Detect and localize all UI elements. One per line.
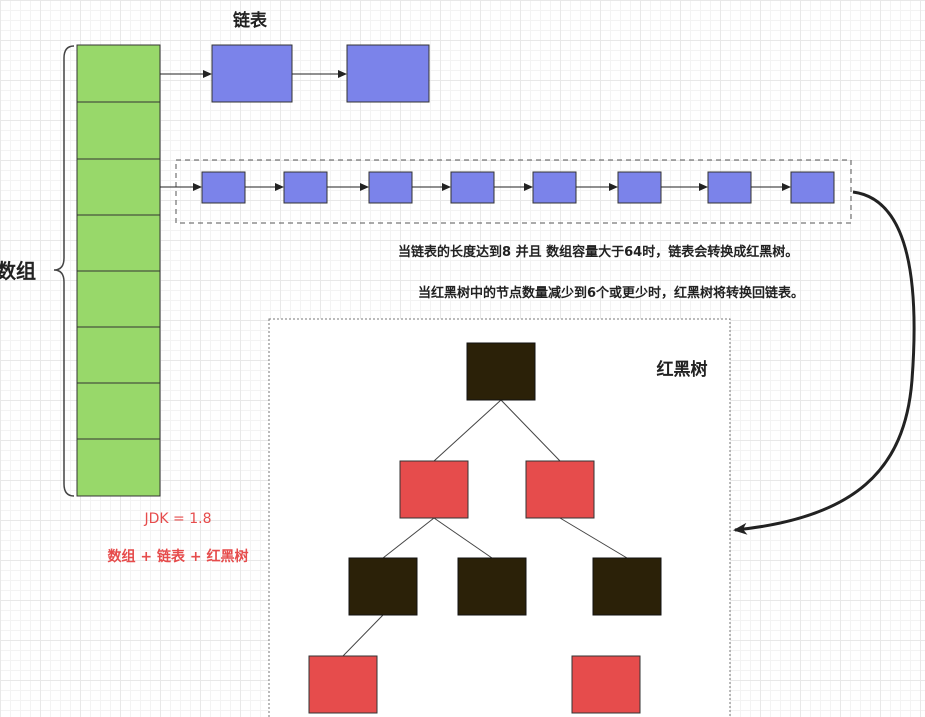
tree-node-black — [457, 557, 527, 616]
array-slot — [76, 214, 161, 272]
conversion-arrow — [733, 190, 916, 535]
list-node — [790, 171, 835, 204]
tree-edge — [433, 399, 502, 462]
tree-node-red — [308, 655, 378, 714]
array-slot — [76, 326, 161, 384]
list-node — [211, 44, 293, 103]
long-list-group — [175, 159, 852, 224]
tree-edge — [382, 517, 435, 559]
tree-node-red — [571, 655, 641, 714]
array-slot — [76, 44, 161, 103]
list-node — [201, 171, 246, 204]
treeify-note: 当链表的长度达到8 并且 数组容量大于64时，链表会转换成红黑树。 — [398, 244, 798, 260]
tree-edge — [559, 517, 628, 559]
tree-node-red — [399, 460, 469, 519]
tree-node-black — [592, 557, 662, 616]
linked-list-label: 链表 — [233, 10, 268, 31]
list-node — [617, 171, 662, 204]
list-node — [707, 171, 752, 204]
jdk-version-label: JDK = 1.8 — [144, 511, 212, 527]
list-node — [532, 171, 577, 204]
list-node — [450, 171, 495, 204]
array-slot — [76, 438, 161, 497]
tree-node-red — [525, 460, 595, 519]
untreeify-note: 当红黑树中的节点数量减少到6个或更少时，红黑树将转换回链表。 — [418, 285, 804, 301]
tree-label: 红黑树 — [657, 359, 708, 380]
array-slot — [76, 158, 161, 216]
array-slot — [76, 270, 161, 328]
structure-formula-label: 数组 + 链表 + 红黑树 — [108, 548, 249, 565]
tree-edge — [433, 517, 493, 559]
array-label: 数组 — [0, 259, 36, 283]
list-node — [283, 171, 328, 204]
array-brace — [53, 45, 75, 497]
tree-node-black — [466, 342, 536, 401]
array-column — [76, 44, 161, 497]
tree-edge — [342, 614, 384, 657]
tree-edge — [500, 399, 561, 462]
array-slot — [76, 101, 161, 160]
list-node — [368, 171, 413, 204]
list-node — [346, 44, 430, 103]
array-slot — [76, 382, 161, 440]
tree-node-black — [348, 557, 418, 616]
